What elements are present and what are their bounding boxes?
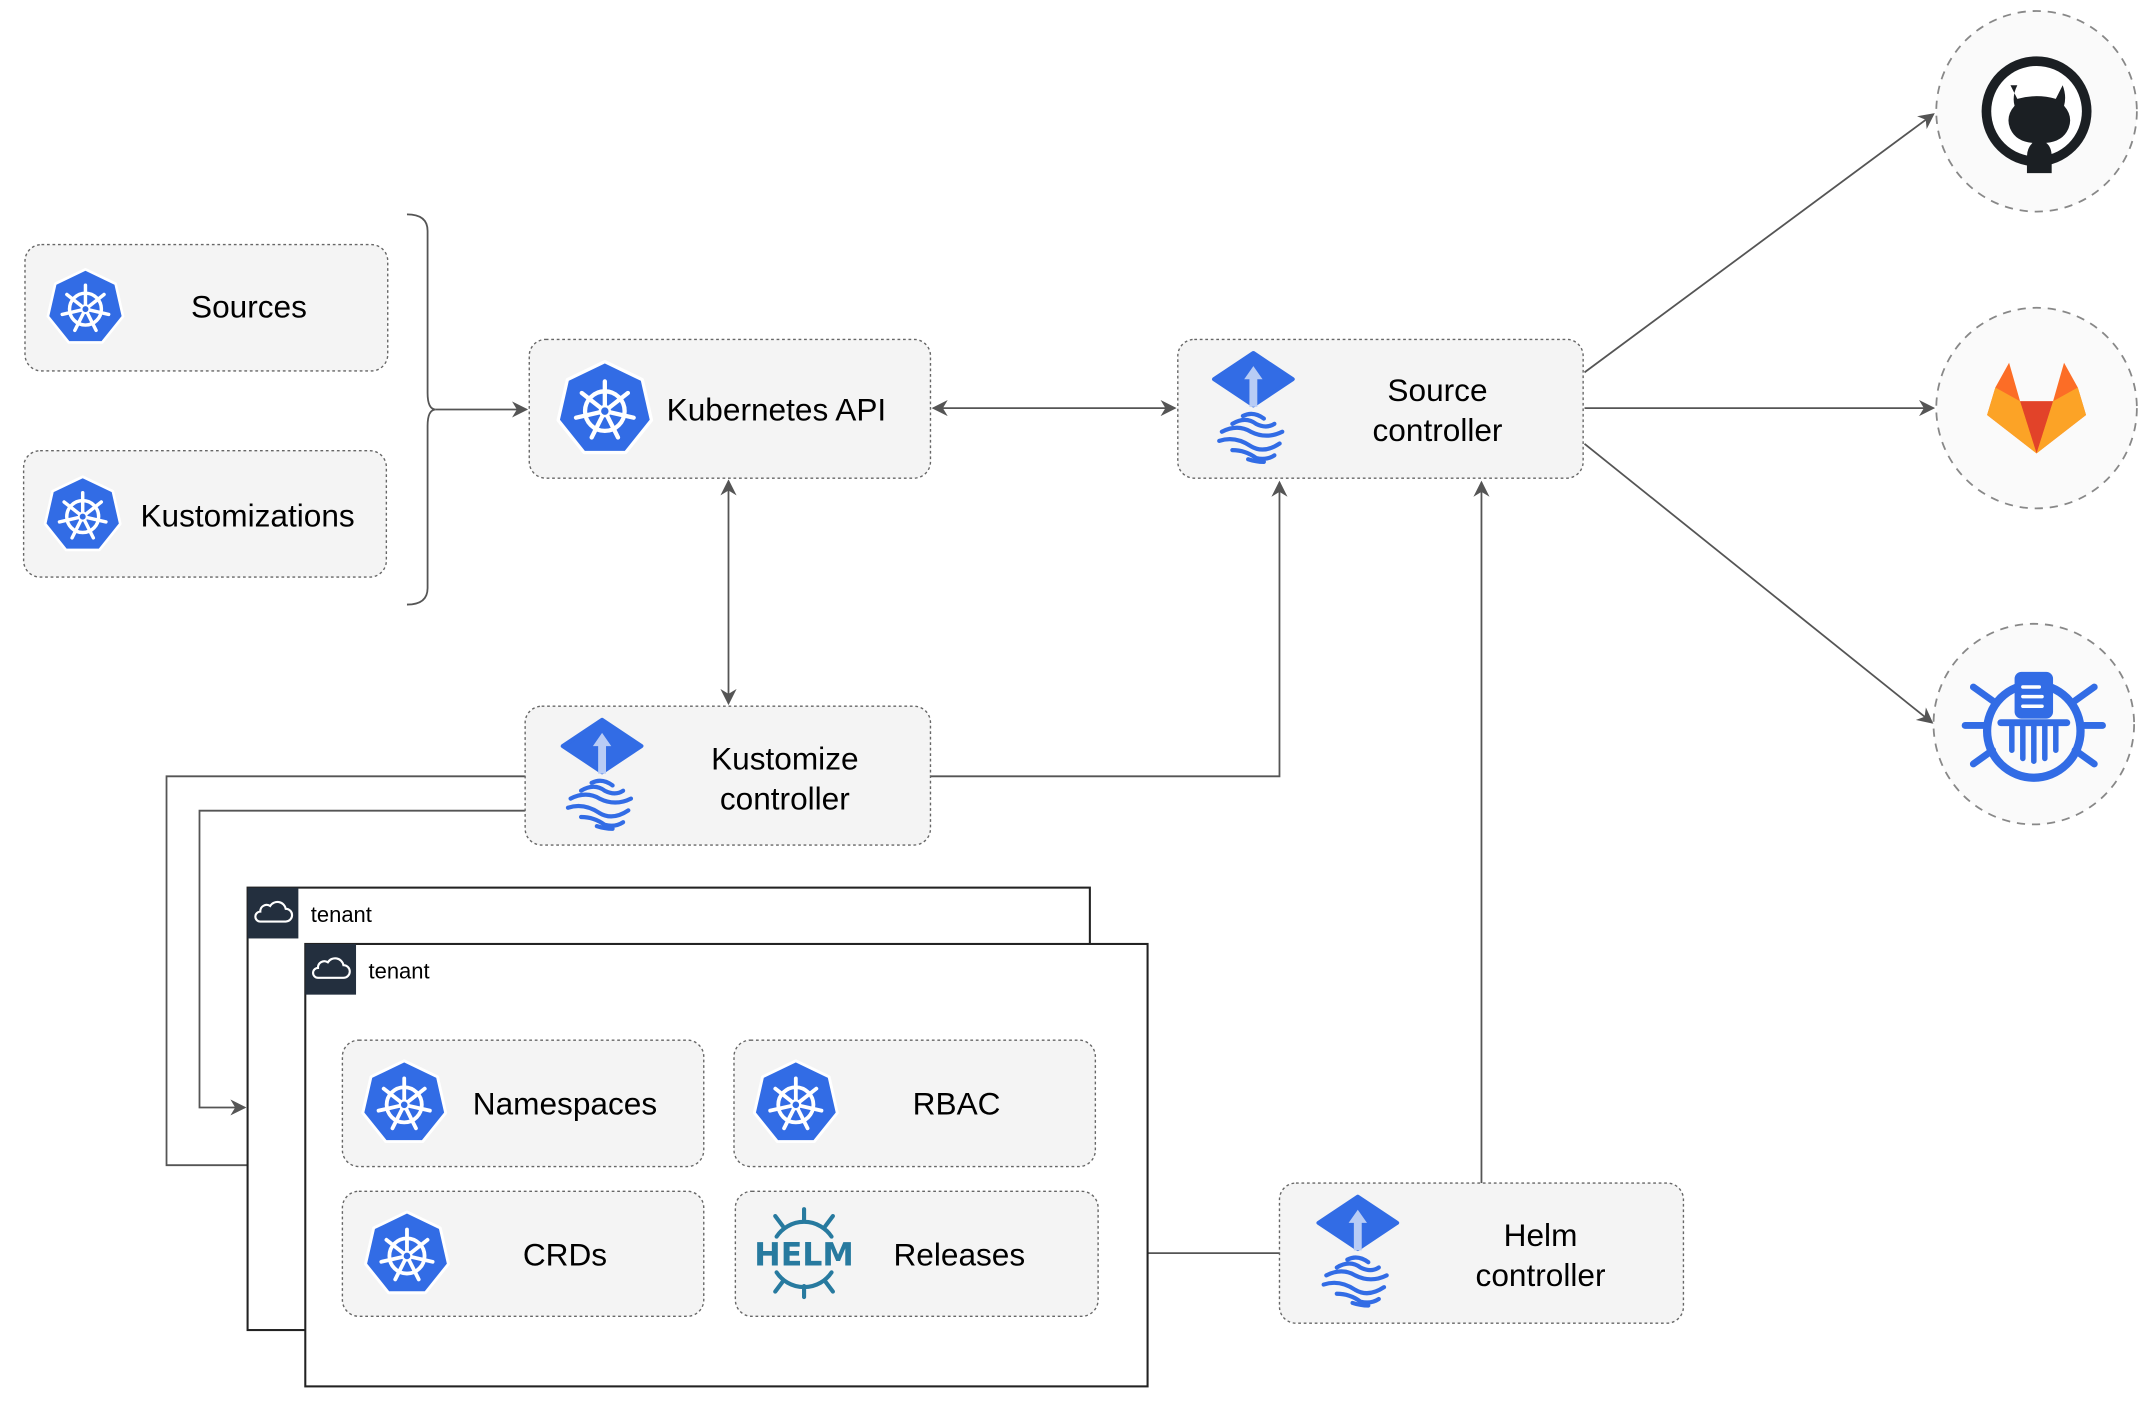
kustomize-controller-label-line1: Kustomize — [711, 740, 858, 776]
source-controller-label-line2: controller — [1373, 412, 1503, 448]
releases-label: Releases — [893, 1236, 1025, 1272]
releases-node[interactable]: Releases — [734, 1190, 1099, 1318]
kustomize-to-tenant-front-arrow — [165, 775, 526, 1174]
sources-node[interactable]: Sources — [24, 243, 389, 372]
source-to-bucket-arrow — [1583, 443, 1934, 724]
crds-node[interactable]: CRDs — [341, 1190, 705, 1318]
helm-controller-label-line1: Helm — [1504, 1217, 1578, 1253]
kustomize-to-source-arrow — [930, 480, 1288, 778]
helm-controller-node[interactable]: Helm controller — [1278, 1182, 1685, 1324]
kubernetes-api-node[interactable]: Kubernetes API — [528, 338, 932, 479]
kustomizations-node[interactable]: Kustomizations — [22, 449, 388, 578]
github-node[interactable] — [1935, 10, 2138, 213]
rbac-label: RBAC — [913, 1085, 1001, 1121]
resource-bracket — [406, 213, 436, 606]
rbac-node[interactable]: RBAC — [733, 1039, 1097, 1168]
gitlab-icon — [1987, 362, 2087, 454]
tenant-front[interactable]: tenant Namespaces RBAC CRDs Releases — [304, 942, 1149, 1388]
source-controller-label-line1: Source — [1387, 372, 1487, 408]
crds-label: CRDs — [523, 1236, 607, 1272]
bucket-icon — [1961, 671, 2106, 782]
kustomize-controller-node[interactable]: Kustomize controller — [524, 705, 932, 846]
namespaces-label: Namespaces — [473, 1085, 657, 1121]
sources-label: Sources — [191, 288, 307, 324]
cloud-icon — [247, 887, 299, 939]
gitlab-node[interactable] — [1935, 306, 2138, 510]
kustomizations-label: Kustomizations — [140, 497, 354, 533]
source-to-github-arrow — [1583, 113, 1935, 374]
bucket-node[interactable] — [1932, 622, 2136, 826]
helm-controller-label-line2: controller — [1476, 1257, 1606, 1293]
tenant-front-label: tenant — [369, 958, 430, 983]
cloud-icon — [305, 943, 357, 995]
kubernetes-api-label: Kubernetes API — [667, 391, 887, 427]
kustomize-to-tenant-back-arrow — [198, 809, 526, 1116]
tenant-back-label: tenant — [311, 902, 372, 927]
kustomize-controller-label-line2: controller — [720, 780, 850, 816]
namespaces-node[interactable]: Namespaces — [341, 1039, 705, 1168]
source-controller-node[interactable]: Source controller — [1177, 338, 1584, 479]
github-icon — [1981, 56, 2092, 174]
connectors — [165, 113, 1936, 1262]
